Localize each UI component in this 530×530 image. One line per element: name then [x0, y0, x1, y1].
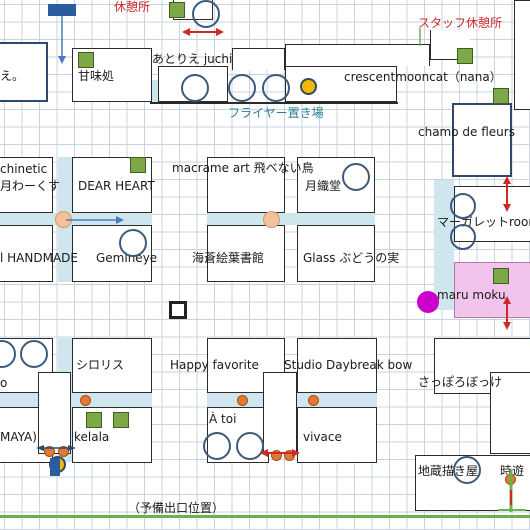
green-square-icon — [493, 268, 509, 284]
booth-label: マーガレットroom — [437, 215, 530, 229]
wall — [514, 0, 530, 110]
exit-line — [0, 515, 530, 518]
booth-studio-daybreak[interactable] — [297, 338, 377, 393]
booth-label: o — [0, 376, 8, 390]
booth-shirorisu[interactable] — [72, 338, 152, 393]
aisle — [0, 393, 152, 407]
booth-label: chinetic — [0, 162, 48, 176]
booth-label: 月織堂 — [305, 179, 342, 193]
green-square-icon — [493, 88, 509, 104]
booth-macrame[interactable] — [207, 157, 285, 213]
booth-label: chamo de fleurs — [418, 125, 515, 139]
stand-circle — [262, 74, 290, 102]
booth-label: Gemineye — [96, 251, 158, 265]
stand-circle — [203, 432, 231, 460]
partition — [263, 372, 297, 454]
area-kyuukeisho-label: 休憩所 — [114, 0, 151, 14]
orange-dot-icon — [58, 446, 69, 457]
magenta-location-icon — [417, 291, 439, 313]
stand-circle — [450, 193, 476, 219]
booth-label: DEAR HEART — [78, 179, 155, 193]
booth-label: 甘味処 — [78, 69, 115, 83]
orange-dot-icon — [284, 450, 295, 461]
stand-circle — [20, 340, 48, 368]
stand-circle — [192, 0, 220, 28]
booth-label: macrame art 飛べない鳥 — [172, 161, 314, 175]
booth-label: crescentmooncat（nana） — [344, 70, 502, 84]
booth-kaisou[interactable] — [207, 225, 285, 282]
stand-circle — [236, 432, 264, 460]
orange-dot-icon — [237, 395, 248, 406]
booth-label: Glass ぶどうの実 — [303, 251, 400, 265]
booth-label: 海蒼絵葉書館 — [192, 251, 265, 265]
stand-circle — [228, 74, 256, 102]
booth-handmade[interactable] — [0, 225, 53, 282]
partition — [490, 372, 530, 454]
aisle — [207, 213, 375, 225]
yellow-dot-icon — [300, 78, 317, 95]
booth-label: vivace — [303, 430, 342, 444]
wall — [232, 48, 285, 70]
booth-label: Studio Daybreak bow — [284, 358, 413, 372]
booth-label: À toi — [209, 412, 237, 426]
booth-label: シロリス — [76, 358, 125, 372]
booth-label: さっぽろぼっけ — [418, 375, 503, 389]
booth-glass-budou[interactable] — [297, 225, 375, 282]
wall — [285, 44, 430, 66]
orange-dot-icon — [505, 474, 516, 485]
orange-dot-icon — [271, 450, 282, 461]
booth-label: 月わーくす — [0, 179, 61, 193]
orange-dot-icon — [308, 395, 319, 406]
area-staff-kyuukeisho-label: スタッフ休憩所 — [418, 16, 503, 30]
square-marker — [169, 301, 187, 319]
stand-circle — [342, 163, 370, 191]
aisle — [0, 213, 152, 225]
pillar-icon — [55, 211, 72, 228]
booth-label: kelala — [74, 430, 110, 444]
green-square-icon — [78, 52, 94, 68]
stand-circle — [119, 229, 147, 257]
green-square-icon — [169, 2, 185, 18]
booth-left-e[interactable] — [0, 42, 48, 102]
yobi-deguchi-label: （予備出口位置） — [128, 501, 225, 515]
booth-label: え。 — [0, 69, 25, 83]
entrance-marker — [50, 458, 60, 476]
green-square-icon — [457, 48, 473, 64]
orange-dot-icon — [44, 446, 55, 457]
pillar-icon — [263, 211, 280, 228]
aisle — [434, 180, 454, 310]
booth-label: あとりえ juchi — [152, 52, 233, 66]
stand-circle — [453, 456, 481, 484]
booth-label: Happy favorite — [170, 358, 259, 372]
aisle — [150, 80, 158, 102]
booth-machinetic[interactable] — [0, 157, 53, 213]
stand-circle — [450, 224, 476, 250]
green-square-icon — [130, 157, 146, 173]
orange-dot-icon — [80, 395, 91, 406]
fryer-okiba-label: フライヤー置き場 — [228, 106, 324, 120]
booth-kelala[interactable] — [72, 407, 152, 463]
booth-chamo-de-fleurs[interactable] — [452, 103, 512, 177]
booth-label: MAYA) — [0, 430, 37, 444]
booth-vivace[interactable] — [297, 407, 377, 463]
entrance-marker — [48, 4, 76, 16]
green-square-icon — [86, 412, 102, 428]
green-square-icon — [113, 412, 129, 428]
wall — [150, 102, 398, 104]
booth-label: l HANDMADE — [0, 251, 78, 265]
booth-maru-moku[interactable] — [454, 262, 530, 318]
booth-label: maru moku — [437, 288, 506, 302]
partition — [38, 372, 71, 454]
stand-circle — [181, 74, 209, 102]
